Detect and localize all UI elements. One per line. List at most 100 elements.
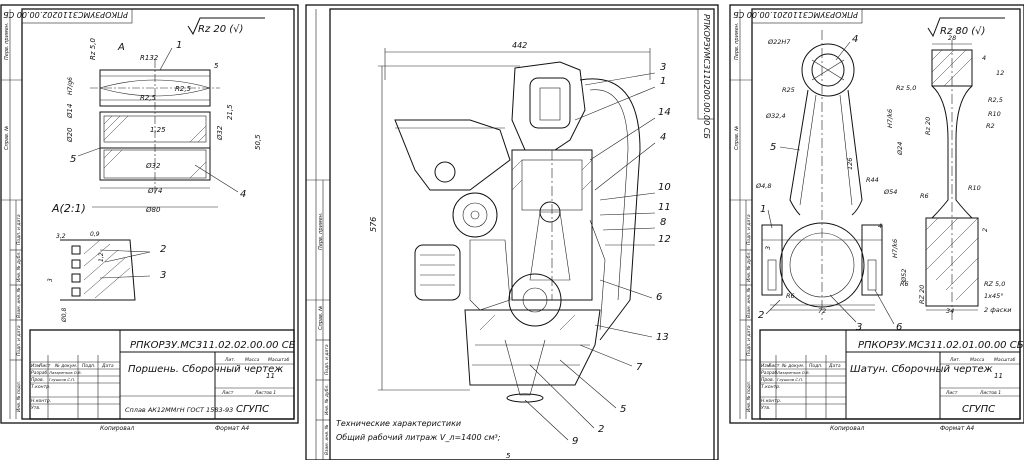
sheet-engine: Перв. примен. Справ. № Подп. и дата Инв.…	[305, 4, 719, 461]
role-2: Т.контр.	[31, 384, 51, 390]
side-cell-0: Перв. примен.	[4, 22, 10, 60]
side-stamp: Перв. примен. Справ. № Подп. и дата Инв.…	[1, 9, 22, 419]
callout-5: 11	[658, 202, 671, 213]
callout-leaders	[524, 72, 656, 441]
role-1: Пров.	[761, 377, 774, 383]
dim-24: RZ 5,0	[984, 280, 1005, 288]
role-4: Утв.	[761, 405, 770, 411]
callout-1: 5	[70, 154, 76, 165]
note-0: Технические характеристики	[336, 419, 461, 428]
side-cell-1: Справ. №	[4, 126, 10, 150]
org-name: СГУПС	[236, 404, 269, 415]
callout-13: 9	[572, 436, 578, 447]
dim-31: 4	[878, 222, 882, 230]
head-4: Дата	[101, 363, 114, 369]
title-block: РПКОРЗУ.МС311.02.02.00.00 СБ Поршень. Сб…	[29, 329, 296, 420]
side-cell-2: Подп. и дата	[16, 214, 22, 245]
role-1: Пров.	[31, 377, 44, 383]
title-code: РПКОРЗУ.МС311.02.02.00.00 СБ	[130, 340, 296, 351]
col-1: Масса	[245, 357, 260, 363]
side-cell-4: Взам. инв. №	[16, 287, 22, 318]
format-label: Формат А4	[940, 425, 974, 432]
callout-0: 1	[176, 40, 182, 51]
dim-3: Ø14	[66, 104, 74, 119]
piston-section-view	[99, 60, 211, 195]
dim-14: Ø80	[145, 206, 161, 214]
side-cell-3: Инв. № дубл.	[16, 251, 22, 282]
side-cell-3: Инв. № дубл.	[324, 384, 330, 415]
dim-27: 4	[982, 54, 986, 62]
callout-6: 8	[660, 217, 666, 228]
rotated-code: РПКОРЗУМС3110202.00.00 СБ	[3, 10, 128, 19]
dim-1: Rz 5,0	[89, 38, 97, 60]
name-1: Глушков С.П.	[49, 377, 75, 382]
role-3: Н.контр.	[31, 398, 51, 404]
dim-20: R6	[786, 292, 795, 300]
role-0: Разраб.	[31, 370, 49, 376]
side-cell-1: Справ. №	[734, 126, 740, 150]
note-1: Общий рабочий литраж V_л=1400 см³;	[336, 433, 501, 442]
callout-4: 3	[160, 270, 166, 281]
dim-2: H7/g6	[67, 77, 74, 95]
dim-26: 28	[948, 34, 956, 42]
callout-1: 1	[660, 76, 666, 87]
head-1: Лист	[38, 363, 51, 369]
dim-2: R25	[782, 86, 795, 94]
callout-11: 5	[620, 404, 626, 415]
engine-section	[394, 61, 641, 403]
dim-4: R2,5	[988, 96, 1003, 104]
side-cell-2: Подп. и дата	[746, 214, 752, 245]
piston-callouts: 1 5 4 2 3	[70, 40, 246, 281]
dim-1: Ø32,4	[765, 112, 786, 120]
dim-1: 576	[369, 217, 378, 232]
side-cell-0: Перв. примен.	[318, 212, 324, 250]
dim-15: R10	[968, 184, 981, 192]
dim-10: H7/k6	[886, 109, 894, 128]
dim-18: 3	[47, 278, 54, 282]
name-0: Лазаренков О.В.	[48, 370, 82, 375]
dim-16: 0,9	[90, 231, 100, 238]
sheets-1: Листов 1	[979, 390, 1001, 396]
dim-17: 1,2	[98, 252, 105, 262]
dim-5: R10	[988, 110, 1001, 118]
col-2: Масштаб	[268, 357, 290, 363]
head-1: Лист	[767, 363, 780, 369]
dim-19: Ø0,8	[61, 308, 68, 323]
roughness-mark: Rz 80 (√)	[940, 26, 985, 37]
head-0: Изм	[761, 363, 771, 369]
head-3: Подп.	[82, 363, 96, 369]
col-2: Масштаб	[994, 357, 1016, 363]
head-3: Подп.	[809, 363, 823, 369]
dim-16: H7/k6	[891, 239, 899, 258]
side-cell-2: Подп. и дата	[324, 344, 330, 375]
head-2: № докум.	[54, 363, 77, 369]
dim-10: 1,25	[150, 126, 166, 134]
callout-7: 12	[658, 234, 671, 245]
col-0: Лит.	[949, 357, 960, 363]
callout-9: 13	[656, 332, 669, 343]
format-label: Формат А4	[215, 425, 249, 432]
head-2: № докум.	[781, 363, 804, 369]
dim-21: 34	[946, 307, 954, 315]
callout-0: 4	[852, 34, 858, 45]
callout-2: 14	[658, 107, 671, 118]
note-2: 5	[506, 452, 511, 460]
conrod-dims: Ø22H7 Ø32,4 R25 Rz 5,0 R2,5 R10 R2 R44 Ø…	[755, 34, 1011, 315]
dim-17: Ø52	[900, 269, 908, 283]
piston-dims: R132 Rz 5,0 H7/g6 Ø14 R2,5 R2,5 21,5 5 Ø…	[66, 38, 262, 214]
dim-8: Ø54	[883, 188, 897, 196]
side-cell-4: Взам. инв. №	[746, 287, 752, 318]
callout-12: 2	[598, 424, 604, 435]
dim-5: R2,5	[140, 94, 157, 102]
org-name: СГУПС	[962, 404, 995, 415]
dim-6: 21,5	[226, 104, 234, 120]
side-cell-3: Инв. № дубл.	[746, 251, 752, 282]
dim-18: Ø4,8	[755, 182, 771, 190]
sheets-0: Лист	[221, 390, 234, 396]
dim-12: Ø32	[145, 162, 161, 170]
sheets-1: Листов 1	[254, 390, 276, 396]
dim-4: R2,5	[175, 85, 192, 93]
view-label: A	[117, 42, 125, 53]
material: Сплав АК12ММгН ГОСТ 1583-93	[125, 406, 233, 414]
